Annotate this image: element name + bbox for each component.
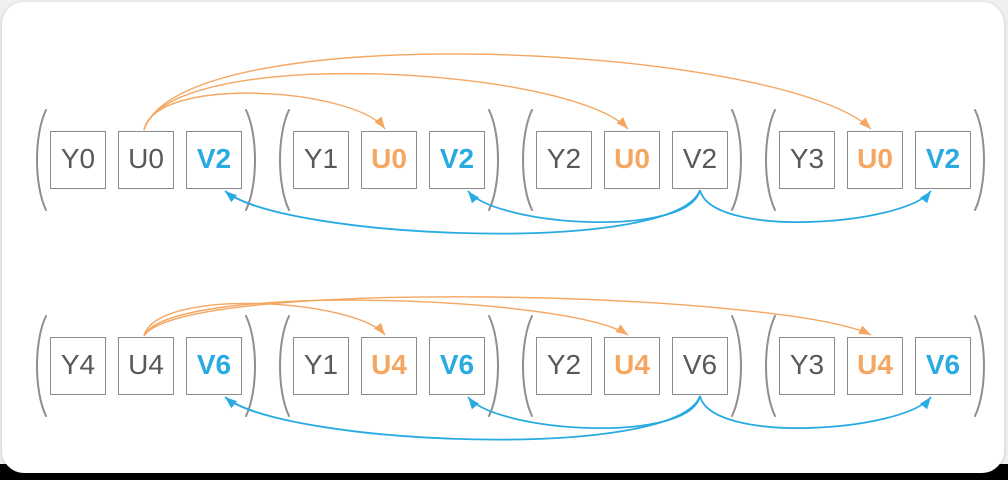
pixel-group: Y1 U4 V6: [293, 337, 485, 395]
sample-cell: V2: [186, 131, 242, 189]
sample-cell: Y3: [779, 337, 835, 395]
sample-cell: Y3: [779, 131, 835, 189]
sample-cell: V6: [186, 337, 242, 395]
sample-cell: V2: [915, 131, 971, 189]
yuv-row-1: Y0 U0 V2 Y1 U0 V2 Y2 U0 V2 Y3 U0 V2: [50, 131, 971, 189]
sample-cell: U0: [604, 131, 660, 189]
sample-cell: V2: [429, 131, 485, 189]
sample-cell: V2: [672, 131, 728, 189]
yuv-row-2: Y4 U4 V6 Y1 U4 V6 Y2 U4 V6 Y3 U4 V6: [50, 337, 971, 395]
pixel-group: Y2 U4 V6: [536, 337, 728, 395]
sample-cell: Y1: [293, 337, 349, 395]
sample-cell: U4: [361, 337, 417, 395]
pixel-group: Y1 U0 V2: [293, 131, 485, 189]
pixel-group: Y3 U0 V2: [779, 131, 971, 189]
pixel-group: Y2 U0 V2: [536, 131, 728, 189]
sample-cell: Y2: [536, 131, 592, 189]
sample-cell: Y4: [50, 337, 106, 395]
sample-cell: Y0: [50, 131, 106, 189]
sample-cell: U4: [847, 337, 903, 395]
sample-cell: V6: [672, 337, 728, 395]
pixel-group: Y3 U4 V6: [779, 337, 971, 395]
diagram-card: [2, 2, 1004, 473]
sample-cell: V6: [429, 337, 485, 395]
sample-cell: Y2: [536, 337, 592, 395]
pixel-group: Y4 U4 V6: [50, 337, 242, 395]
sample-cell: U4: [604, 337, 660, 395]
pixel-group: Y0 U0 V2: [50, 131, 242, 189]
sample-cell: U0: [118, 131, 174, 189]
sample-cell: U4: [118, 337, 174, 395]
sample-cell: Y1: [293, 131, 349, 189]
sample-cell: U0: [361, 131, 417, 189]
sample-cell: V6: [915, 337, 971, 395]
sample-cell: U0: [847, 131, 903, 189]
